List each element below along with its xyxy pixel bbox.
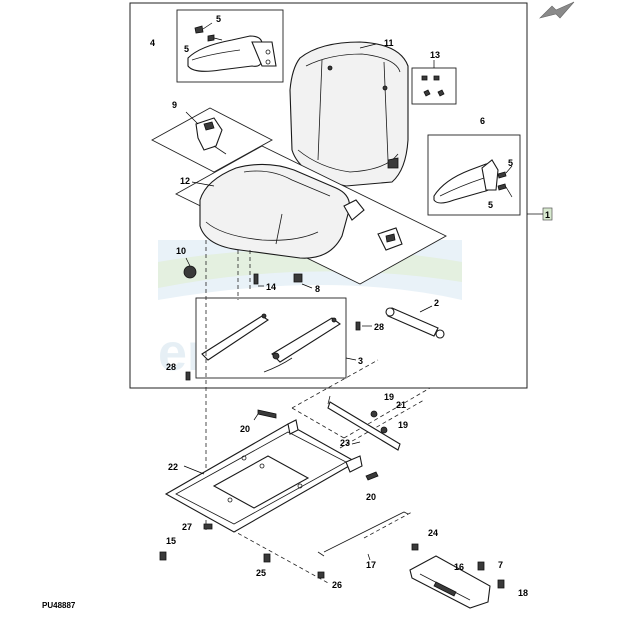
callout-26: 26 [332,580,342,590]
callout-20-a: 20 [240,424,250,434]
reference-code: PU48887 [42,601,76,610]
callout-2: 2 [434,298,439,308]
bolt-part-20a [257,409,277,419]
bolt-part-27 [203,523,213,530]
bolt-part-18 [497,579,505,589]
callout-5-right-a: 5 [508,158,513,168]
clip-part-24 [411,543,419,551]
latch-bar [327,395,401,451]
callout-20-b: 20 [366,492,376,502]
bolt-part-26 [317,571,325,579]
callout-23: 23 [340,438,350,448]
direction-arrow-icon [539,1,575,19]
callout-12: 12 [180,176,190,186]
slide-rail-assembly [195,297,357,379]
callout-5-right-b: 5 [488,200,493,210]
callout-19-a: 19 [384,392,394,402]
assembly-frame [129,2,528,389]
seat-back [289,41,409,187]
screw-part-28b [185,371,191,381]
hardware-kit [411,60,457,105]
knob-part-10 [183,257,197,279]
callout-28-a: 28 [374,322,384,332]
armrest-right [427,134,521,216]
seat-switch [151,107,273,173]
screw-part-28a [355,321,361,331]
callout-13: 13 [430,50,440,60]
callout-27: 27 [182,522,192,532]
release-rod [317,511,409,561]
callout-11: 11 [384,38,394,48]
bolt-part-7 [477,561,485,571]
seat-cushion [175,145,447,285]
callout-5-top-a: 5 [216,14,221,24]
callout-6: 6 [480,116,485,126]
callout-14: 14 [266,282,276,292]
clip-part-8 [293,273,313,289]
callout-1: 1 [545,210,550,220]
callout-21: 21 [396,400,406,410]
bolt-part-25 [263,553,271,563]
callout-18: 18 [518,588,528,598]
base-frame [164,419,363,533]
callout-8: 8 [315,284,320,294]
callout-24: 24 [428,528,438,538]
callout-15: 15 [166,536,176,546]
callout-5-top-b: 5 [184,44,189,54]
callout-7: 7 [498,560,503,570]
callout-4: 4 [150,38,155,48]
callout-17: 17 [366,560,376,570]
shock-absorber [385,305,445,339]
callout-16: 16 [454,562,464,572]
bolt-part-15 [159,551,167,561]
lever-bracket [409,543,505,609]
callout-22: 22 [168,462,178,472]
armrest-left [176,9,284,83]
callout-25: 25 [256,568,266,578]
callout-9: 9 [172,100,177,110]
callout-10: 10 [176,246,186,256]
bolt-part-14 [253,273,264,287]
callout-labels: 5 4 5 11 13 9 6 5 12 5 1 10 14 8 2 28 3 … [150,14,550,598]
callout-19-b: 19 [398,420,408,430]
bolt-part-20b [365,471,379,481]
callout-3: 3 [358,356,363,366]
callout-28-b: 28 [166,362,176,372]
